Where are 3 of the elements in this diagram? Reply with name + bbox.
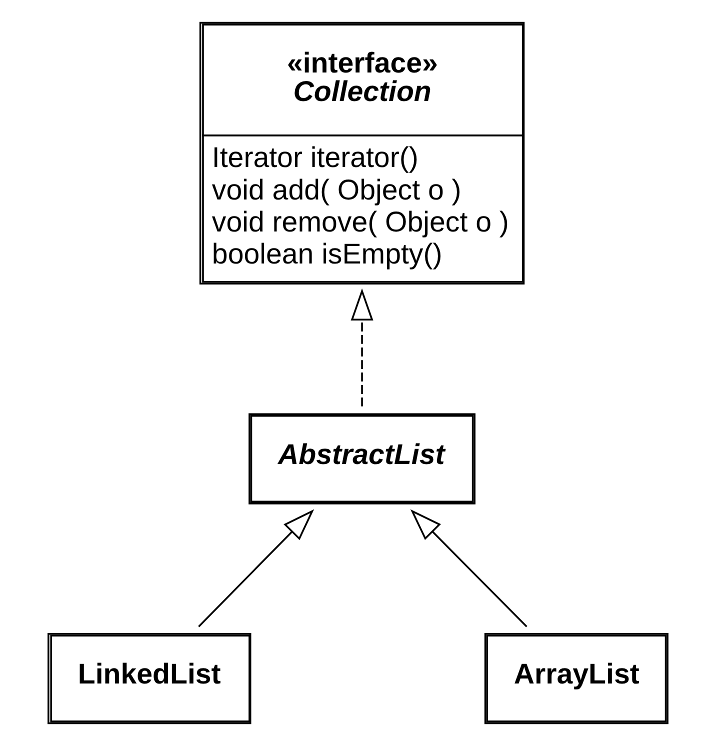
arrow xyxy=(198,509,314,628)
arrow xyxy=(410,509,528,628)
arrow xyxy=(350,288,374,406)
